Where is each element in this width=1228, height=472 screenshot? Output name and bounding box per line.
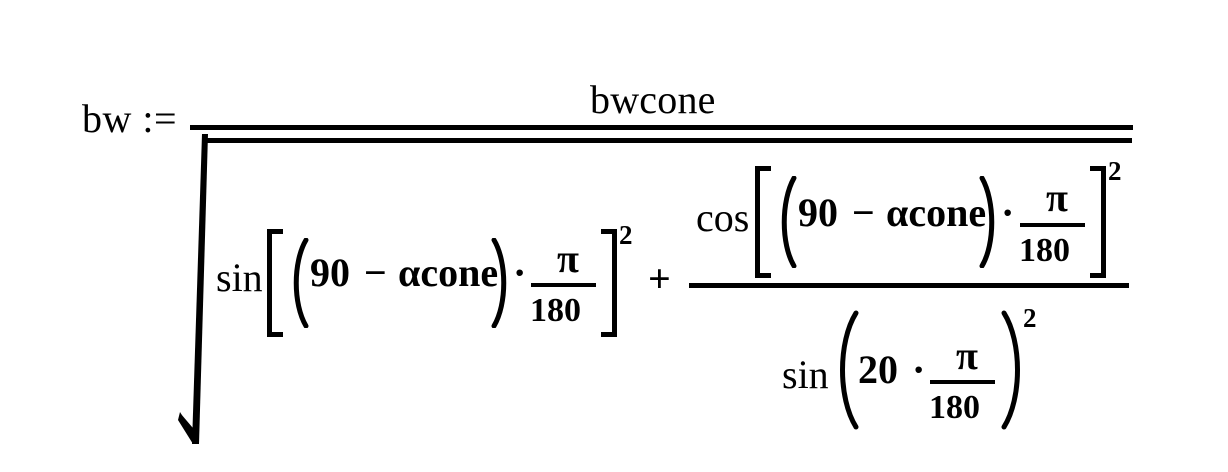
square-bracket-left-term1 xyxy=(267,229,283,337)
pi-numerator-term2: π xyxy=(956,333,978,378)
paren-open-cos xyxy=(775,176,797,268)
pi-fraction-bar-cos xyxy=(1020,223,1085,227)
mul-dot-term1: · xyxy=(513,250,527,295)
assignment-label: bw := xyxy=(82,96,178,141)
pi-numerator-term1: π xyxy=(557,236,579,281)
operand-alphacone-term1: αcone xyxy=(398,250,499,295)
paren-open-term2 xyxy=(832,310,862,430)
operand-alphacone-cos: αcone xyxy=(886,190,987,235)
operand-20-term2: 20 xyxy=(858,347,898,392)
exponent-term2: 2 xyxy=(1023,303,1037,333)
exponent-term1: 2 xyxy=(619,220,633,250)
pi-denominator-cos: 180 xyxy=(1019,232,1070,269)
pi-fraction-bar-term2 xyxy=(930,380,995,384)
paren-close-term1 xyxy=(490,238,512,328)
operand-90-cos: 90 xyxy=(798,190,838,235)
minus-operator-cos: − xyxy=(852,190,875,235)
square-bracket-left-cos xyxy=(755,166,771,278)
radical-glyph xyxy=(178,134,208,444)
pi-denominator-term1: 180 xyxy=(530,292,581,329)
inner-fraction-bar xyxy=(689,283,1129,288)
mul-dot-term2: · xyxy=(912,347,926,392)
paren-close-term2 xyxy=(998,310,1028,430)
mul-dot-cos: · xyxy=(1001,190,1015,235)
exponent-cos: 2 xyxy=(1108,156,1122,186)
sin-function-name-term1: sin xyxy=(216,255,263,300)
radical-sign xyxy=(178,132,228,457)
radical-vinculum xyxy=(207,138,1132,143)
minus-operator-term1: − xyxy=(364,250,387,295)
pi-numerator-cos: π xyxy=(1046,175,1068,220)
sin-function-name-term2: sin xyxy=(782,352,829,397)
pi-denominator-term2: 180 xyxy=(929,389,980,426)
pi-fraction-bar-term1 xyxy=(531,283,596,287)
paren-open-term1 xyxy=(287,238,309,328)
main-fraction-bar xyxy=(190,125,1133,130)
square-bracket-right-cos xyxy=(1090,166,1106,278)
operand-90-term1: 90 xyxy=(310,250,350,295)
square-bracket-right-term1 xyxy=(601,229,617,337)
plus-operator: + xyxy=(648,256,671,301)
cos-function-name: cos xyxy=(696,195,750,240)
numerator-bwcone: bwcone xyxy=(590,77,716,122)
paren-close-cos xyxy=(978,176,1000,268)
